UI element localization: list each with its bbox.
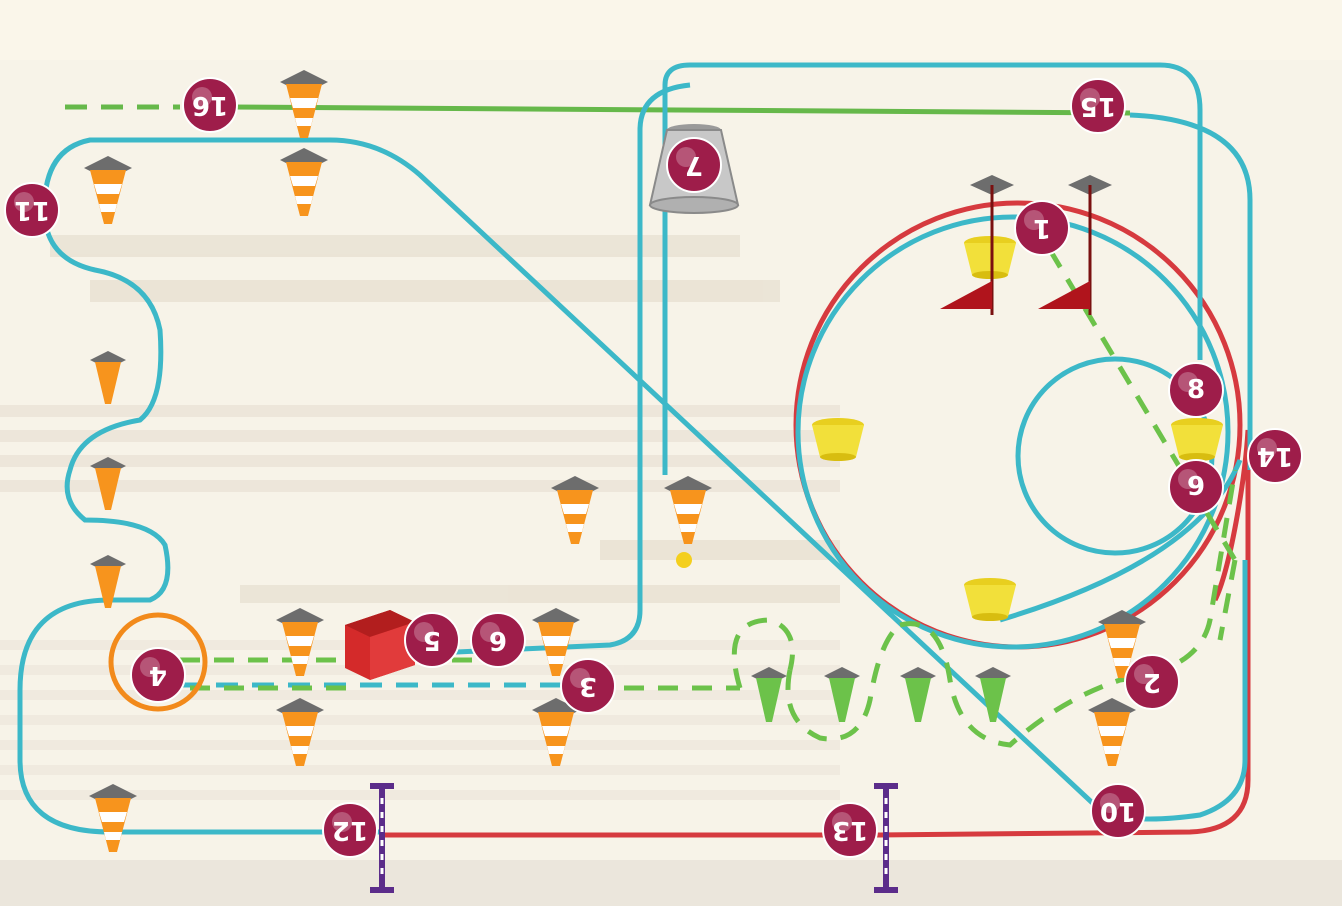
marker-number: 5 xyxy=(423,625,441,655)
marker-2: 2 xyxy=(1125,655,1179,709)
marker-15: 15 xyxy=(1071,79,1125,133)
marker-number: 6 xyxy=(489,625,507,655)
marker-13: 13 xyxy=(823,803,877,857)
marker-number: 3 xyxy=(579,671,597,701)
marker-7: 7 xyxy=(667,138,721,192)
marker-11: 11 xyxy=(5,183,59,237)
marker-12: 12 xyxy=(323,803,377,857)
marker-number: 13 xyxy=(832,815,868,845)
marker-8: 8 xyxy=(1169,363,1223,417)
marker-10: 10 xyxy=(1091,784,1145,838)
marker-number: 10 xyxy=(1100,796,1136,826)
marker-number: 12 xyxy=(332,815,368,845)
marker-14: 14 xyxy=(1248,429,1302,483)
marker-number: 15 xyxy=(1080,91,1116,121)
marker-1: 1 xyxy=(1015,201,1069,255)
marker-number: 2 xyxy=(1143,667,1161,697)
marker-number: 16 xyxy=(192,90,228,120)
marker-number: 4 xyxy=(149,660,167,690)
marker-number: 9 xyxy=(1187,472,1205,502)
marker-6: 6 xyxy=(471,613,525,667)
marker-9: 9 xyxy=(1169,460,1223,514)
marker-16: 16 xyxy=(183,78,237,132)
marker-3: 3 xyxy=(561,659,615,713)
marker-number: 11 xyxy=(14,195,50,225)
marker-5: 5 xyxy=(405,613,459,667)
marker-number: 8 xyxy=(1187,375,1205,405)
marker-number: 1 xyxy=(1033,213,1051,243)
yellow-dot xyxy=(676,552,692,568)
marker-number: 7 xyxy=(685,150,703,180)
marker-number: 14 xyxy=(1257,441,1293,471)
marker-4: 4 xyxy=(131,648,185,702)
